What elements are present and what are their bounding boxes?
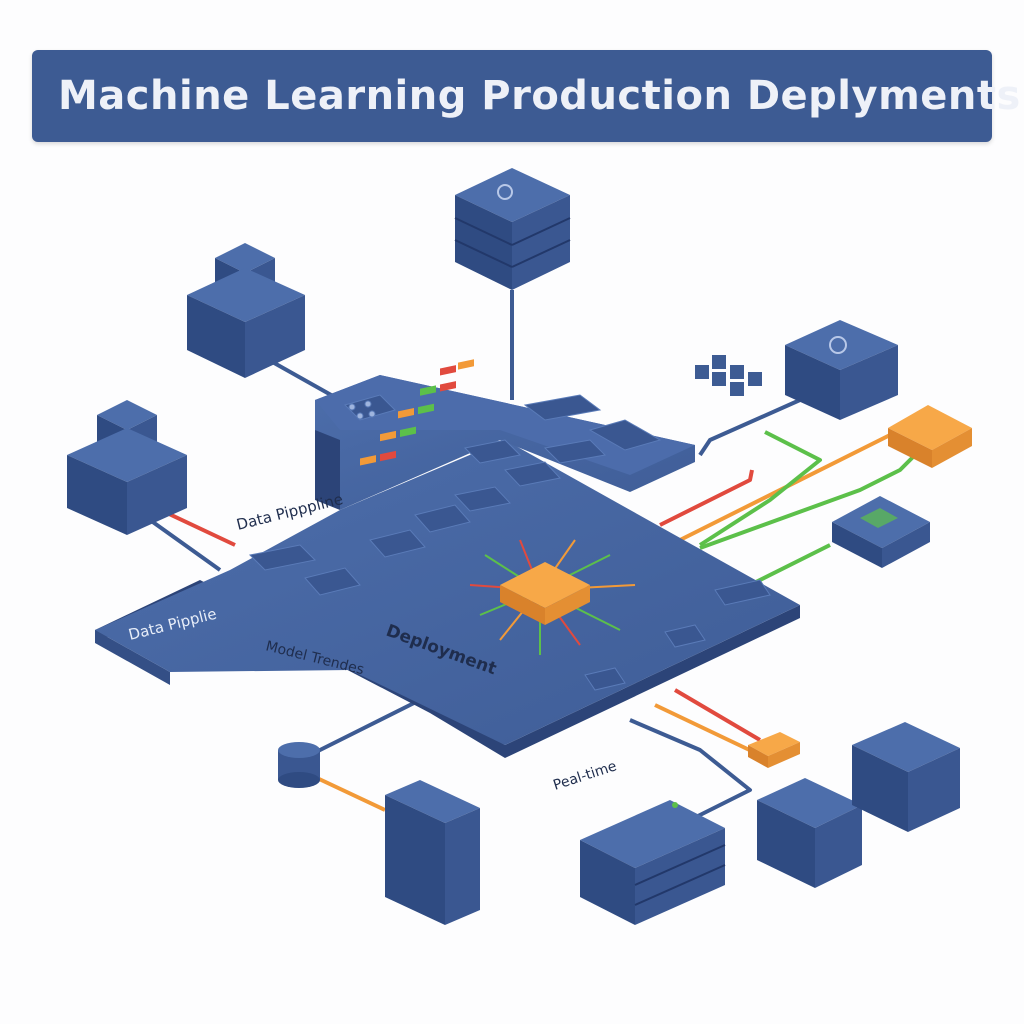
tile-7 <box>248 544 317 571</box>
server-icon-left-upper <box>187 243 305 378</box>
connector-right-server <box>698 398 801 457</box>
green-line-mid <box>699 453 917 550</box>
storage-tower-icon <box>385 780 480 925</box>
tile-2 <box>588 419 662 451</box>
green-line-top <box>698 430 822 547</box>
server-icon-left-lower <box>67 400 187 535</box>
tile-1 <box>523 394 602 421</box>
connector-rack <box>629 718 752 822</box>
tile-8 <box>304 567 361 596</box>
processor-icon <box>888 405 972 468</box>
page-title: Machine Learning Production Deplyments <box>58 73 1021 119</box>
tile-13 <box>584 667 626 691</box>
tile-12 <box>664 624 706 648</box>
network-icon <box>695 355 762 396</box>
red-line-bottom <box>673 688 762 742</box>
tile-6 <box>454 486 511 512</box>
red-line-right <box>659 469 754 527</box>
label-realtime: Peal-time <box>551 758 618 794</box>
tile-3 <box>463 439 522 464</box>
tile-10 <box>414 504 471 533</box>
connector-left-server-2 <box>148 518 222 572</box>
status-indicators <box>360 359 474 466</box>
tile-5 <box>504 461 561 487</box>
tile-4 <box>543 439 607 464</box>
orange-line-bottom <box>654 703 761 757</box>
server-icon-top <box>454 168 571 290</box>
database-icon <box>278 742 320 788</box>
tile-11 <box>714 579 771 606</box>
cube-icon-1 <box>757 778 862 888</box>
server-status-icon <box>344 394 396 421</box>
rack-server-icon <box>580 800 726 925</box>
tile-9 <box>369 529 426 558</box>
server-icon-right <box>785 320 898 420</box>
gpu-chip-icon <box>469 539 636 655</box>
title-banner: Machine Learning Production Deplyments <box>32 50 1020 142</box>
connector-block <box>748 732 800 768</box>
monitor-icon <box>832 496 930 568</box>
cube-icon-2 <box>852 722 960 832</box>
platform-tiles <box>248 394 771 691</box>
